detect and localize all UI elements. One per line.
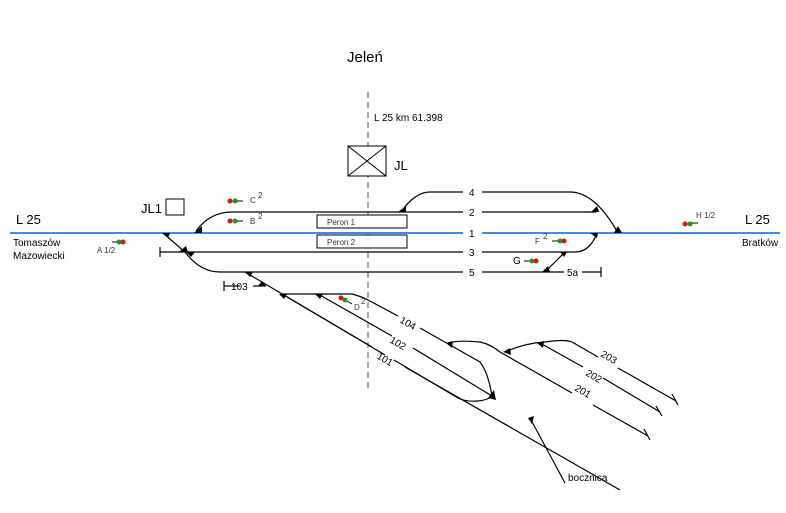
signal-g-label: G: [513, 256, 521, 267]
switch-marker: [537, 341, 544, 348]
signal-a-label: A 1/2: [97, 246, 116, 255]
signal-d: [338, 295, 353, 305]
track-2-label: 2: [469, 208, 475, 219]
switch-marker: [245, 272, 253, 277]
track-5-label: 5: [469, 268, 475, 279]
switch-marker: [186, 252, 195, 257]
station-axis-label: L 25 km 61.398: [374, 113, 443, 124]
switch-marker: [528, 416, 534, 424]
signal-b: [227, 218, 243, 224]
track-202-lower: [602, 377, 661, 413]
destination-right: Bratków: [742, 238, 779, 249]
switch-marker: [179, 246, 188, 252]
switch-marker: [279, 294, 287, 299]
switch-marker: [398, 206, 406, 212]
signal-c-label: C: [250, 196, 256, 205]
track-5a-label: 5a: [567, 268, 579, 279]
track-201-upper: [499, 351, 573, 394]
track-4-label: 4: [469, 188, 475, 199]
track-102-upper: [317, 293, 393, 337]
track-101-label: 101: [375, 351, 395, 369]
signal-a: [112, 239, 126, 245]
siding-label: bocznica: [568, 473, 608, 484]
track-202-upper: [539, 342, 584, 368]
destination-left-line1: Tomaszów: [13, 238, 61, 249]
destination-left-line2: Mazowiecki: [13, 251, 65, 262]
switch-marker: [542, 266, 550, 272]
signal-d-label: D: [354, 303, 360, 312]
signal-box-jl1-label: JL1: [141, 201, 162, 216]
signal-h-label: H 1/2: [696, 211, 716, 220]
track-202-label: 202: [584, 368, 604, 386]
switch-marker: [591, 206, 599, 212]
track-102-lower: [412, 347, 493, 397]
track-crossover-upper: [447, 340, 501, 353]
switch-marker: [315, 294, 323, 299]
track-2-left: [195, 211, 463, 232]
signal-c: [227, 198, 243, 204]
switch-marker: [590, 233, 598, 238]
track-203-upper: [571, 341, 599, 358]
signal-box-jl-icon: [347, 145, 387, 177]
track-201-buffer-stop: [643, 428, 651, 441]
line-label-right: L 25: [745, 212, 770, 227]
station-name: Jeleń: [347, 49, 383, 66]
switch-marker: [258, 281, 266, 286]
line-label-left: L 25: [16, 212, 41, 227]
signal-box-jl-label: JL: [394, 158, 408, 173]
track-203-lower: [617, 367, 677, 402]
track-3-label: 3: [469, 248, 475, 259]
track-104-upper: [318, 293, 399, 317]
track-200-head: [504, 339, 573, 353]
switch-marker: [503, 348, 511, 355]
switch-marker: [488, 390, 496, 400]
track-201-lower: [592, 404, 649, 437]
signal-c-sup: 2: [258, 191, 263, 200]
track-203-buffer-stop: [671, 393, 679, 406]
switch-marker: [162, 233, 170, 238]
track-4-left: [400, 191, 463, 213]
signal-h: [682, 221, 698, 227]
platform-2: [316, 234, 408, 249]
signal-g: [524, 258, 539, 264]
signal-f: [552, 238, 567, 244]
switch-marker: [446, 341, 453, 348]
switch-markers: [162, 206, 622, 424]
track-5-left: [162, 232, 463, 273]
switch-marker: [560, 252, 567, 257]
signal-b-sup: 2: [258, 212, 263, 221]
track-202-buffer-stop: [655, 405, 663, 417]
platform-1: [316, 214, 408, 229]
signal-b-label: B: [250, 217, 255, 226]
signal-f-sup: 2: [543, 232, 548, 241]
siding-track: [529, 417, 566, 484]
signal-f-label: F: [535, 237, 540, 246]
track-102-label: 102: [388, 335, 408, 353]
signal-d-sup: 2: [361, 297, 366, 306]
track-104-label: 104: [398, 315, 418, 333]
platform-1-label: Peron 1: [327, 218, 356, 227]
track-201-label: 201: [573, 383, 593, 401]
track-103-label: 103: [231, 282, 248, 293]
track-203-label: 203: [599, 349, 619, 367]
switch-marker: [194, 226, 202, 233]
track-101-diag-upper: [281, 293, 373, 348]
track-1-label: 1: [469, 229, 475, 240]
platform-2-label: Peron 2: [327, 238, 356, 247]
track-4-right: [482, 191, 619, 234]
switch-marker: [614, 226, 622, 233]
signal-box-jl1-icon: [165, 198, 185, 216]
track-104-lower: [419, 327, 493, 397]
